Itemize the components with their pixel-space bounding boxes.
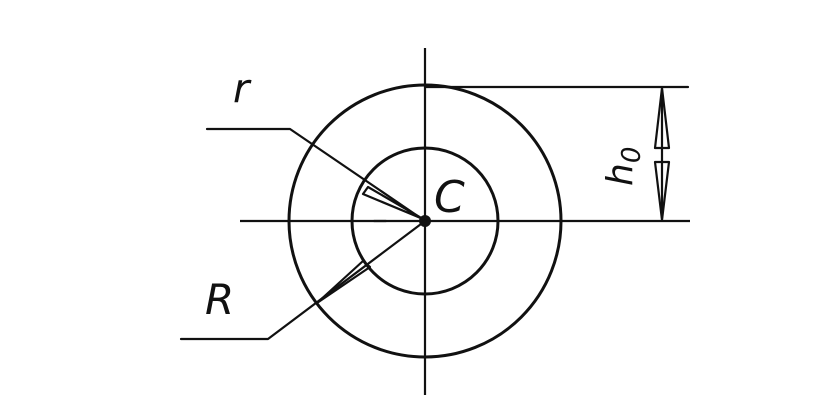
height-label-main: h: [600, 163, 641, 186]
outer-radius-leader: [179, 219, 427, 341]
center-label: C: [434, 172, 465, 223]
inner-radius-arrowhead: [361, 185, 425, 221]
height-arrow-top: [653, 86, 671, 150]
inner-circle: [350, 146, 500, 296]
height-label: h0: [600, 147, 647, 186]
inner-radius-leader: [205, 127, 427, 223]
inner-radius-label: r: [233, 66, 252, 112]
height-label-subscript: 0: [617, 147, 647, 164]
outer-radius-arrowhead: [315, 259, 372, 305]
height-arrow-bottom: [653, 160, 671, 222]
svg-text:h0: h0: [600, 147, 647, 186]
outer-radius-label: R: [205, 275, 234, 324]
outer-circle: [287, 83, 563, 359]
